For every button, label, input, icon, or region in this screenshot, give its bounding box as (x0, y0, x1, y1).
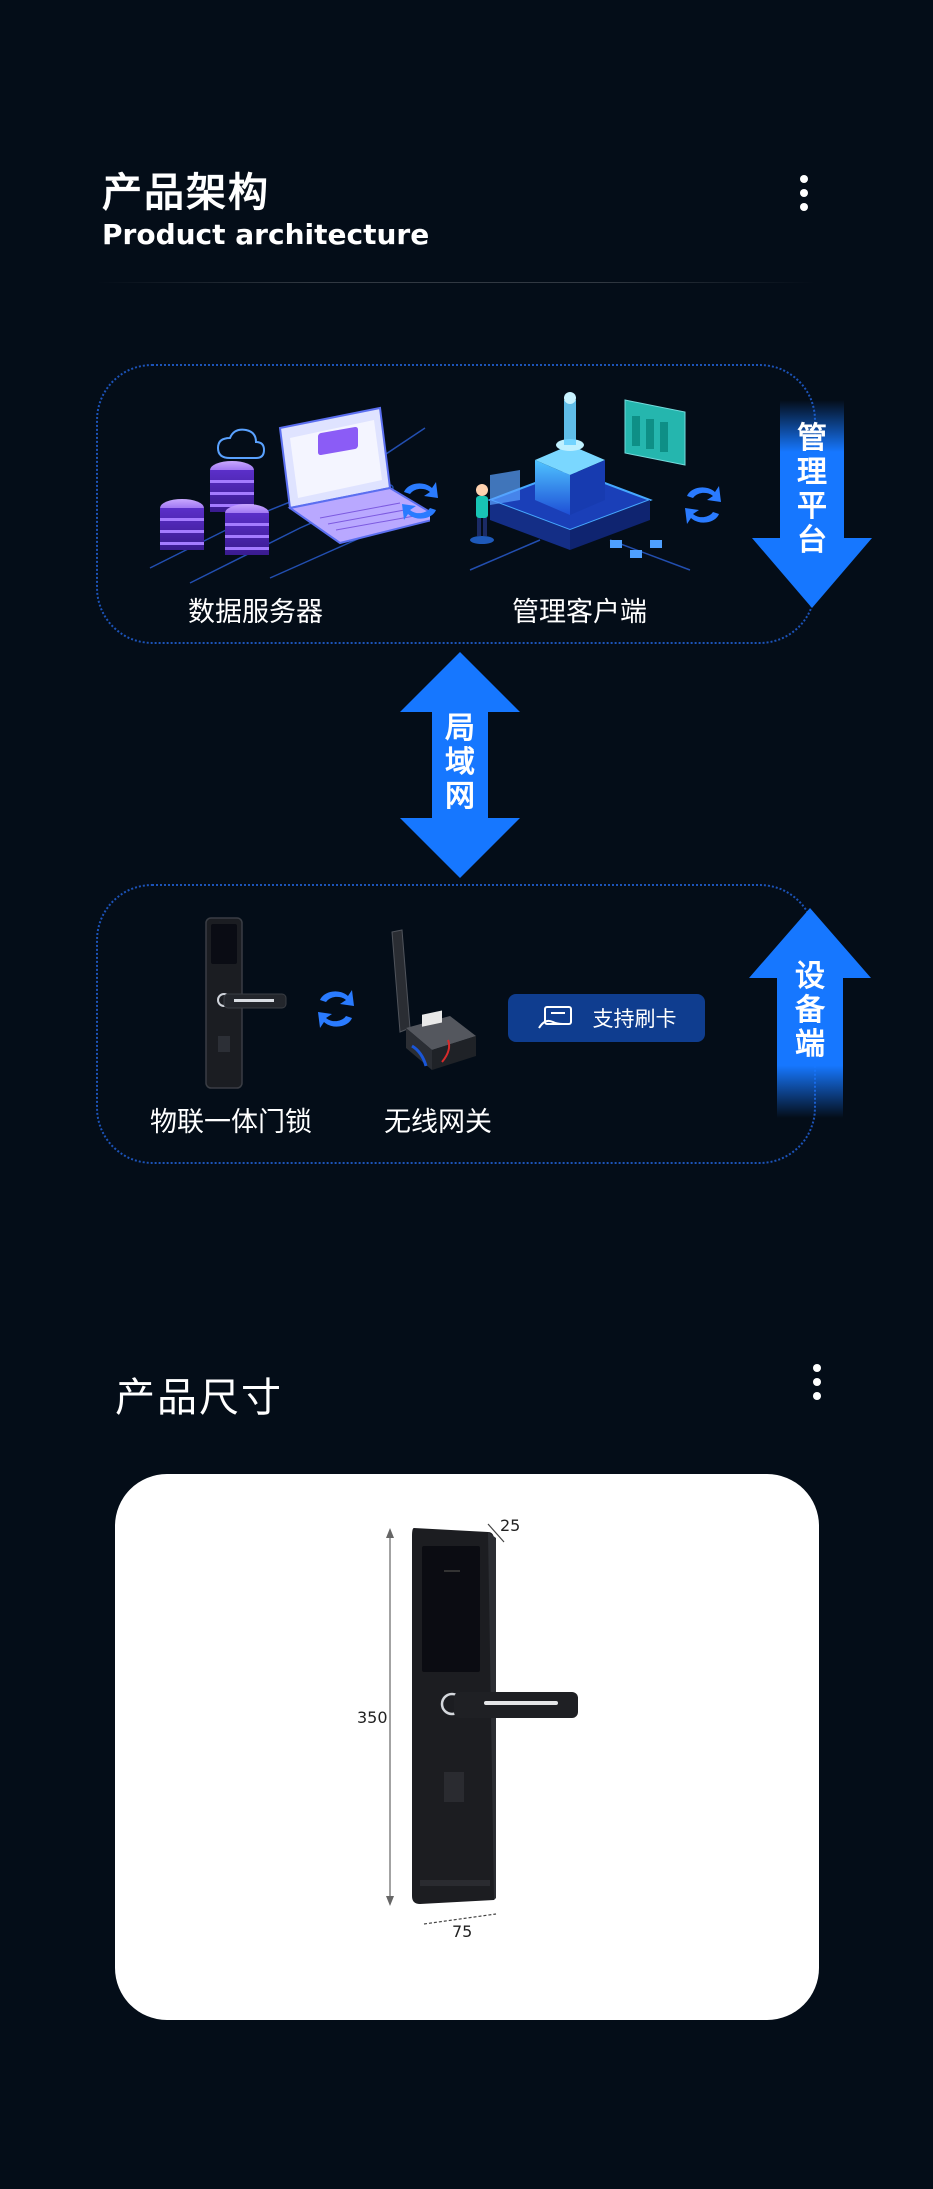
card-swipe-icon (537, 1006, 572, 1029)
wireless-gateway-image (391, 929, 476, 1070)
smart-lock-label: 物联一体门锁 (150, 1107, 312, 1138)
management-platform-arrow (752, 400, 872, 608)
data-server-label: 数据服务器 (188, 597, 323, 628)
lan-text: 局 域 网 (445, 711, 475, 814)
sync-arrows-icon (685, 486, 721, 524)
height-dimension-label: 350 (357, 1708, 388, 1727)
sync-arrows-icon (402, 482, 438, 520)
more-vertical-icon[interactable] (813, 1364, 823, 1406)
device-end-text: 设 备 端 (795, 959, 825, 1062)
card-swipe-label: 支持刷卡 (592, 1007, 677, 1031)
lock-dimension-drawing (386, 1523, 578, 1925)
management-client-illustration (469, 392, 691, 571)
architecture-title-cn: 产品架构 (102, 170, 270, 216)
management-client-label: 管理客户端 (512, 597, 647, 628)
card-swipe-badge: 支持刷卡 (508, 994, 705, 1042)
data-server-illustration (149, 406, 430, 584)
lan-double-arrow (400, 652, 520, 878)
depth-dimension-label: 25 (500, 1516, 521, 1535)
dimensions-title: 产品尺寸 (115, 1375, 283, 1421)
architecture-title-en: Product architecture (102, 218, 430, 251)
smart-door-lock-image (205, 917, 287, 1089)
width-dimension-label: 75 (452, 1922, 473, 1941)
management-platform-text: 管 理 平 台 (797, 421, 827, 558)
wireless-gateway-label: 无线网关 (384, 1107, 492, 1138)
device-end-arrow (749, 908, 871, 1118)
more-vertical-icon[interactable] (800, 175, 810, 217)
header-divider (96, 282, 816, 283)
sync-arrows-icon (318, 990, 354, 1028)
